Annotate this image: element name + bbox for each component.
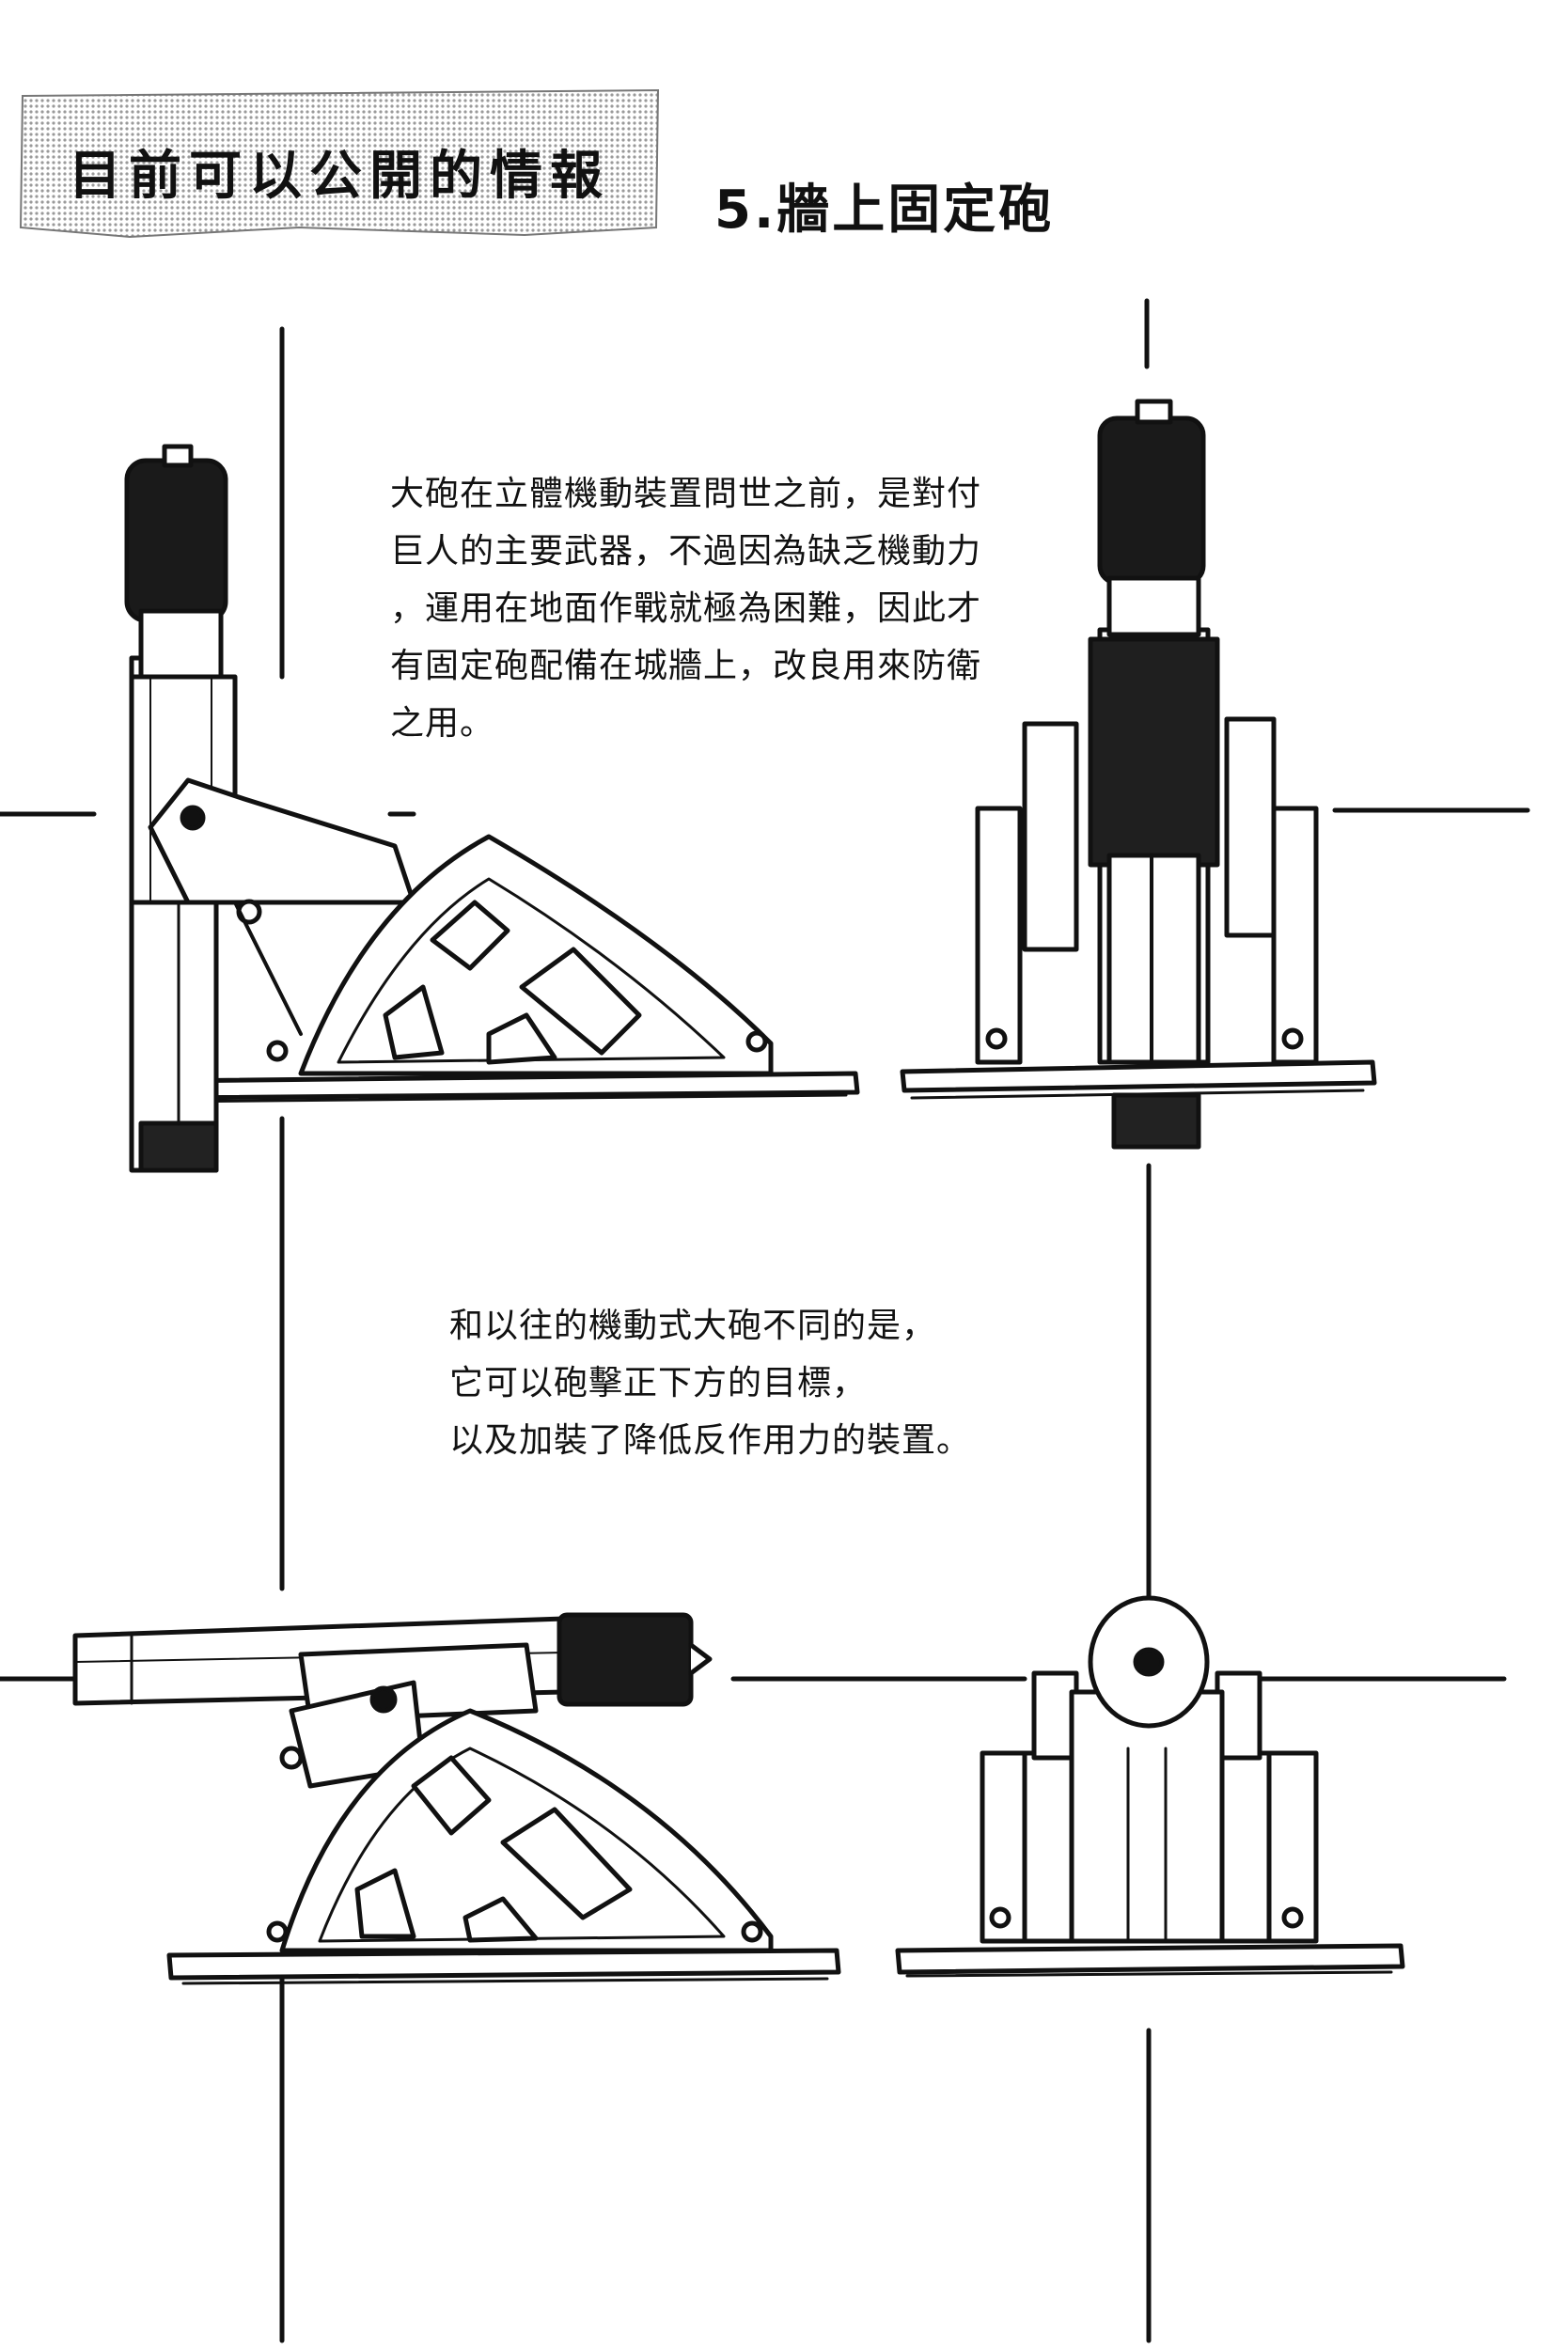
description-paragraph-2: 和以往的機動式大砲不同的是， 它可以砲擊正下方的目標， 以及加裝了降低反作用力的… [449,1297,971,1469]
paragraph-line: 大砲在立體機動裝置問世之前，是對付 [390,475,982,513]
paragraph-line: 以及加裝了降低反作用力的裝置。 [449,1421,972,1460]
paragraph-line: 和以往的機動式大砲不同的是， [449,1307,937,1345]
paragraph-line: 它可以砲擊正下方的目標， [449,1364,868,1402]
paragraph-line: ，運用在地面作戰就極為困難，因此才 [390,589,982,628]
description-paragraph-1: 大砲在立體機動裝置問世之前，是對付 巨人的主要武器，不過因為缺乏機動力 ，運用在… [390,465,981,752]
banner-title: 目前可以公開的情報 [69,145,610,207]
info-banner: 目前可以公開的情報 [17,86,664,244]
section-title: 5.牆上固定砲 [714,180,1055,241]
banner-background [19,88,660,239]
paragraph-line: 巨人的主要武器，不過因為缺乏機動力 [390,532,982,571]
paragraph-line: 之用。 [390,704,495,743]
paragraph-line: 有固定砲配備在城牆上，改良用來防衛 [390,647,982,685]
